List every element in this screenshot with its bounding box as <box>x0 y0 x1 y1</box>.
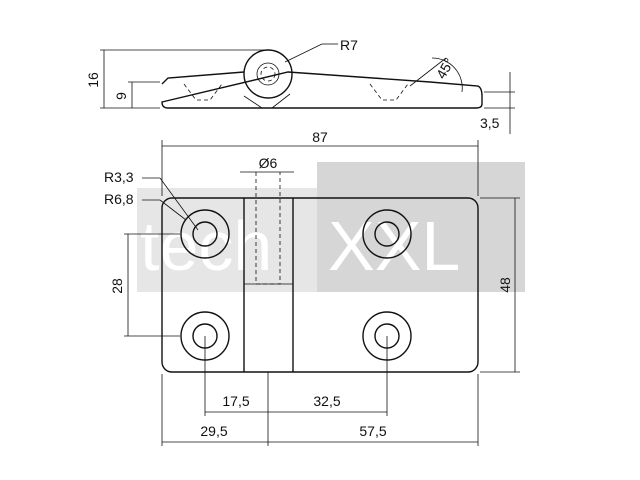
dim-hinge-radius: R7 <box>340 37 358 53</box>
side-view-dimensions: 16 9 R7 45° 3,5 <box>85 37 515 134</box>
watermark-right-bg <box>317 162 525 292</box>
dim-overall-width: 48 <box>497 277 513 293</box>
watermark: tech XXL <box>137 162 525 292</box>
countersink-left-side <box>183 83 223 101</box>
side-view-profile <box>161 71 483 109</box>
top-view <box>161 172 479 373</box>
dim-countersink-radius: R6,8 <box>104 191 134 207</box>
dim-hole-spacing-vertical: 28 <box>109 278 125 294</box>
pin-hidden-lines <box>255 172 281 285</box>
watermark-text-right: XXL <box>328 207 460 285</box>
knuckle-pin-inner <box>260 66 276 82</box>
side-view-leaf-join <box>243 93 291 109</box>
knuckle-pin <box>256 62 280 86</box>
dim-offset-left-hole: 17,5 <box>222 393 249 409</box>
dim-thickness: 3,5 <box>480 115 500 131</box>
dim-overall-length: 87 <box>312 129 328 145</box>
dim-height-leaf: 9 <box>113 92 129 100</box>
hole-top-left <box>180 209 230 259</box>
dim-pin-diameter: Ø6 <box>259 155 278 171</box>
dim-height-total: 16 <box>85 72 101 88</box>
top-view-dimensions: 87 Ø6 R3,3 R6,8 28 48 17,5 32,5 29,5 57,… <box>104 129 520 446</box>
dim-angle: 45° <box>433 55 457 81</box>
dim-left-leaf-span: 29,5 <box>200 423 227 439</box>
dim-offset-right-hole: 32,5 <box>313 393 340 409</box>
knuckle-outer <box>243 49 293 99</box>
hinge-plate-outline <box>161 197 479 373</box>
dim-right-leaf-span: 57,5 <box>359 423 386 439</box>
hole-top-right <box>362 209 412 259</box>
dim-hole-radius: R3,3 <box>104 169 134 185</box>
side-view <box>161 49 483 109</box>
countersink-right-side <box>369 83 409 101</box>
